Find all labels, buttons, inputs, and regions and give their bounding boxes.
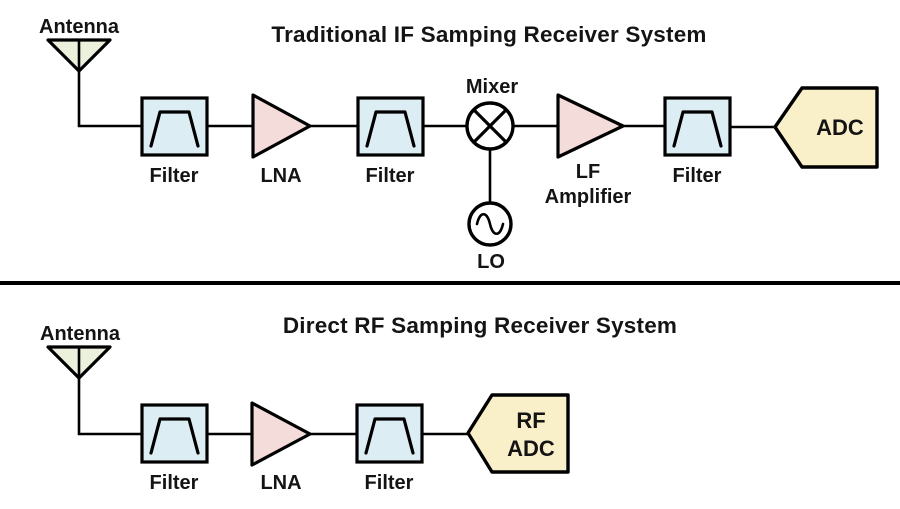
lf-amplifier-icon [556,93,625,159]
lna-amplifier-icon [251,93,312,159]
bandpass-filter-icon [365,110,416,148]
top-filter-1-label: Filter [150,165,199,187]
bottom-filter-2-box [355,403,424,464]
direct-rf-system: Direct RF Samping Receiver System Antenn… [40,313,677,494]
top-filter-2-label: Filter [366,165,415,187]
bottom-filter-1-label: Filter [150,472,199,494]
top-antenna-label: Antenna [39,16,120,38]
top-filter-3-box [663,96,732,157]
bottom-filter-2-label: Filter [365,472,414,494]
sine-wave-icon [475,213,505,235]
adc-label: ADC [816,115,864,140]
mixer-cross-icon [472,108,508,144]
bottom-system-title: Direct RF Samping Receiver System [283,313,677,338]
bottom-antenna-label: Antenna [40,323,121,345]
lf-amplifier-label-line2: Amplifier [545,186,632,208]
top-filter-1-box [140,96,209,157]
rf-adc-label-line1: RF [516,408,545,433]
bottom-lna-label: LNA [260,472,301,494]
bandpass-filter-icon [149,417,200,455]
lf-amplifier-label-line1: LF [576,161,600,183]
top-antenna-feed-line [77,41,142,128]
rf-adc-label-line2: ADC [507,436,555,461]
lo-label: LO [477,251,505,273]
traditional-if-system: Traditional IF Samping Receiver System A… [39,16,879,273]
bottom-antenna-feed-line [77,348,142,436]
top-system-title: Traditional IF Samping Receiver System [271,22,706,47]
top-lna-label: LNA [260,165,301,187]
lna-amplifier-icon [250,401,312,467]
bandpass-filter-icon [364,417,415,455]
rf-adc-block [466,393,570,474]
top-filter-3-label: Filter [673,165,722,187]
mixer-label: Mixer [466,76,518,98]
adc-block [773,86,879,169]
bandpass-filter-icon [672,110,723,148]
bandpass-filter-icon [149,110,200,148]
